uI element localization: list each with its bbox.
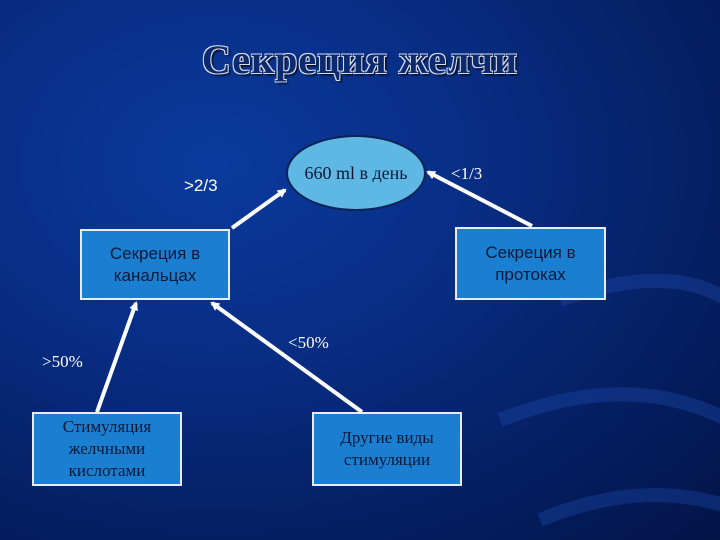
canaliculi-secretion-text: Секреция в канальцах — [109, 243, 201, 285]
arrow-bile-acids-to-canaliculi — [95, 301, 138, 413]
label-lt-50-percent: <50% — [288, 333, 329, 352]
ducts-secretion-text: Секреция в протоках — [485, 242, 576, 284]
label-gt-50-percent: >50% — [42, 352, 83, 371]
daily-volume-node: 660 ml в день — [286, 135, 426, 211]
daily-volume-text: 660 ml в день — [304, 162, 408, 183]
label-lt-one-third: <1/3 — [451, 164, 483, 183]
slide-title: Секреция желчи — [201, 37, 519, 82]
other-stimulation-node: Другие виды стимуляции — [312, 412, 462, 486]
label-gt-two-thirds: >2/3 — [184, 176, 218, 195]
bile-acids-stimulation-text: Стимуляция желчными кислотами — [62, 417, 152, 480]
other-stimulation-text: Другие виды стимуляции — [340, 428, 434, 469]
arrow-other-to-canaliculi — [210, 301, 364, 414]
arrow-canaliculi-to-center — [230, 188, 287, 230]
bile-acids-stimulation-node: Стимуляция желчными кислотами — [32, 412, 182, 486]
canaliculi-secretion-node: Секреция в канальцах — [80, 229, 230, 300]
ducts-secretion-node: Секреция в протоках — [455, 227, 606, 300]
